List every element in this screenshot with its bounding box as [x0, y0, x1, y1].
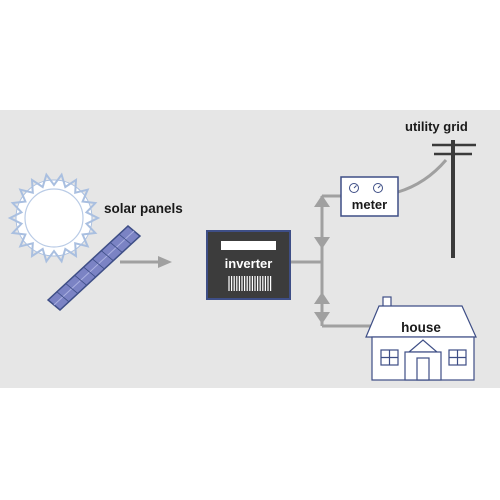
panel-cell-divider: [74, 274, 87, 286]
arrow-down-from-meter: [314, 237, 330, 249]
utility-grid-label: utility grid: [405, 119, 468, 134]
sun-ray-ring: [7, 172, 101, 264]
arrow-down-to-house: [314, 312, 330, 324]
panel-cell-divider: [83, 266, 96, 278]
inverter-icon: [206, 230, 291, 300]
arrow-up-from-house: [314, 292, 330, 304]
sun-icon: [7, 172, 101, 264]
flow-arrows: [158, 195, 330, 324]
panel-cell-divider: [101, 250, 114, 262]
arrow-to-inverter: [158, 256, 172, 268]
utility-pole-icon: [432, 140, 476, 258]
arrow-up-to-meter: [314, 195, 330, 207]
panel-cell-divider: [109, 242, 123, 253]
panel-cell-divider: [92, 258, 105, 270]
panel-cell-divider: [65, 283, 79, 294]
solar-panel-icon: [46, 225, 142, 311]
flow-lines: [120, 159, 448, 328]
panel-cell-divider: [118, 233, 132, 245]
meter-label: meter: [352, 197, 387, 212]
panel-cell-divider: [56, 291, 70, 303]
inverter-label: inverter: [225, 256, 273, 271]
house-icon: [365, 296, 477, 381]
solar-panels-label: solar panels: [104, 201, 183, 216]
house-label: house: [401, 320, 441, 335]
meter-icon: [340, 176, 399, 217]
